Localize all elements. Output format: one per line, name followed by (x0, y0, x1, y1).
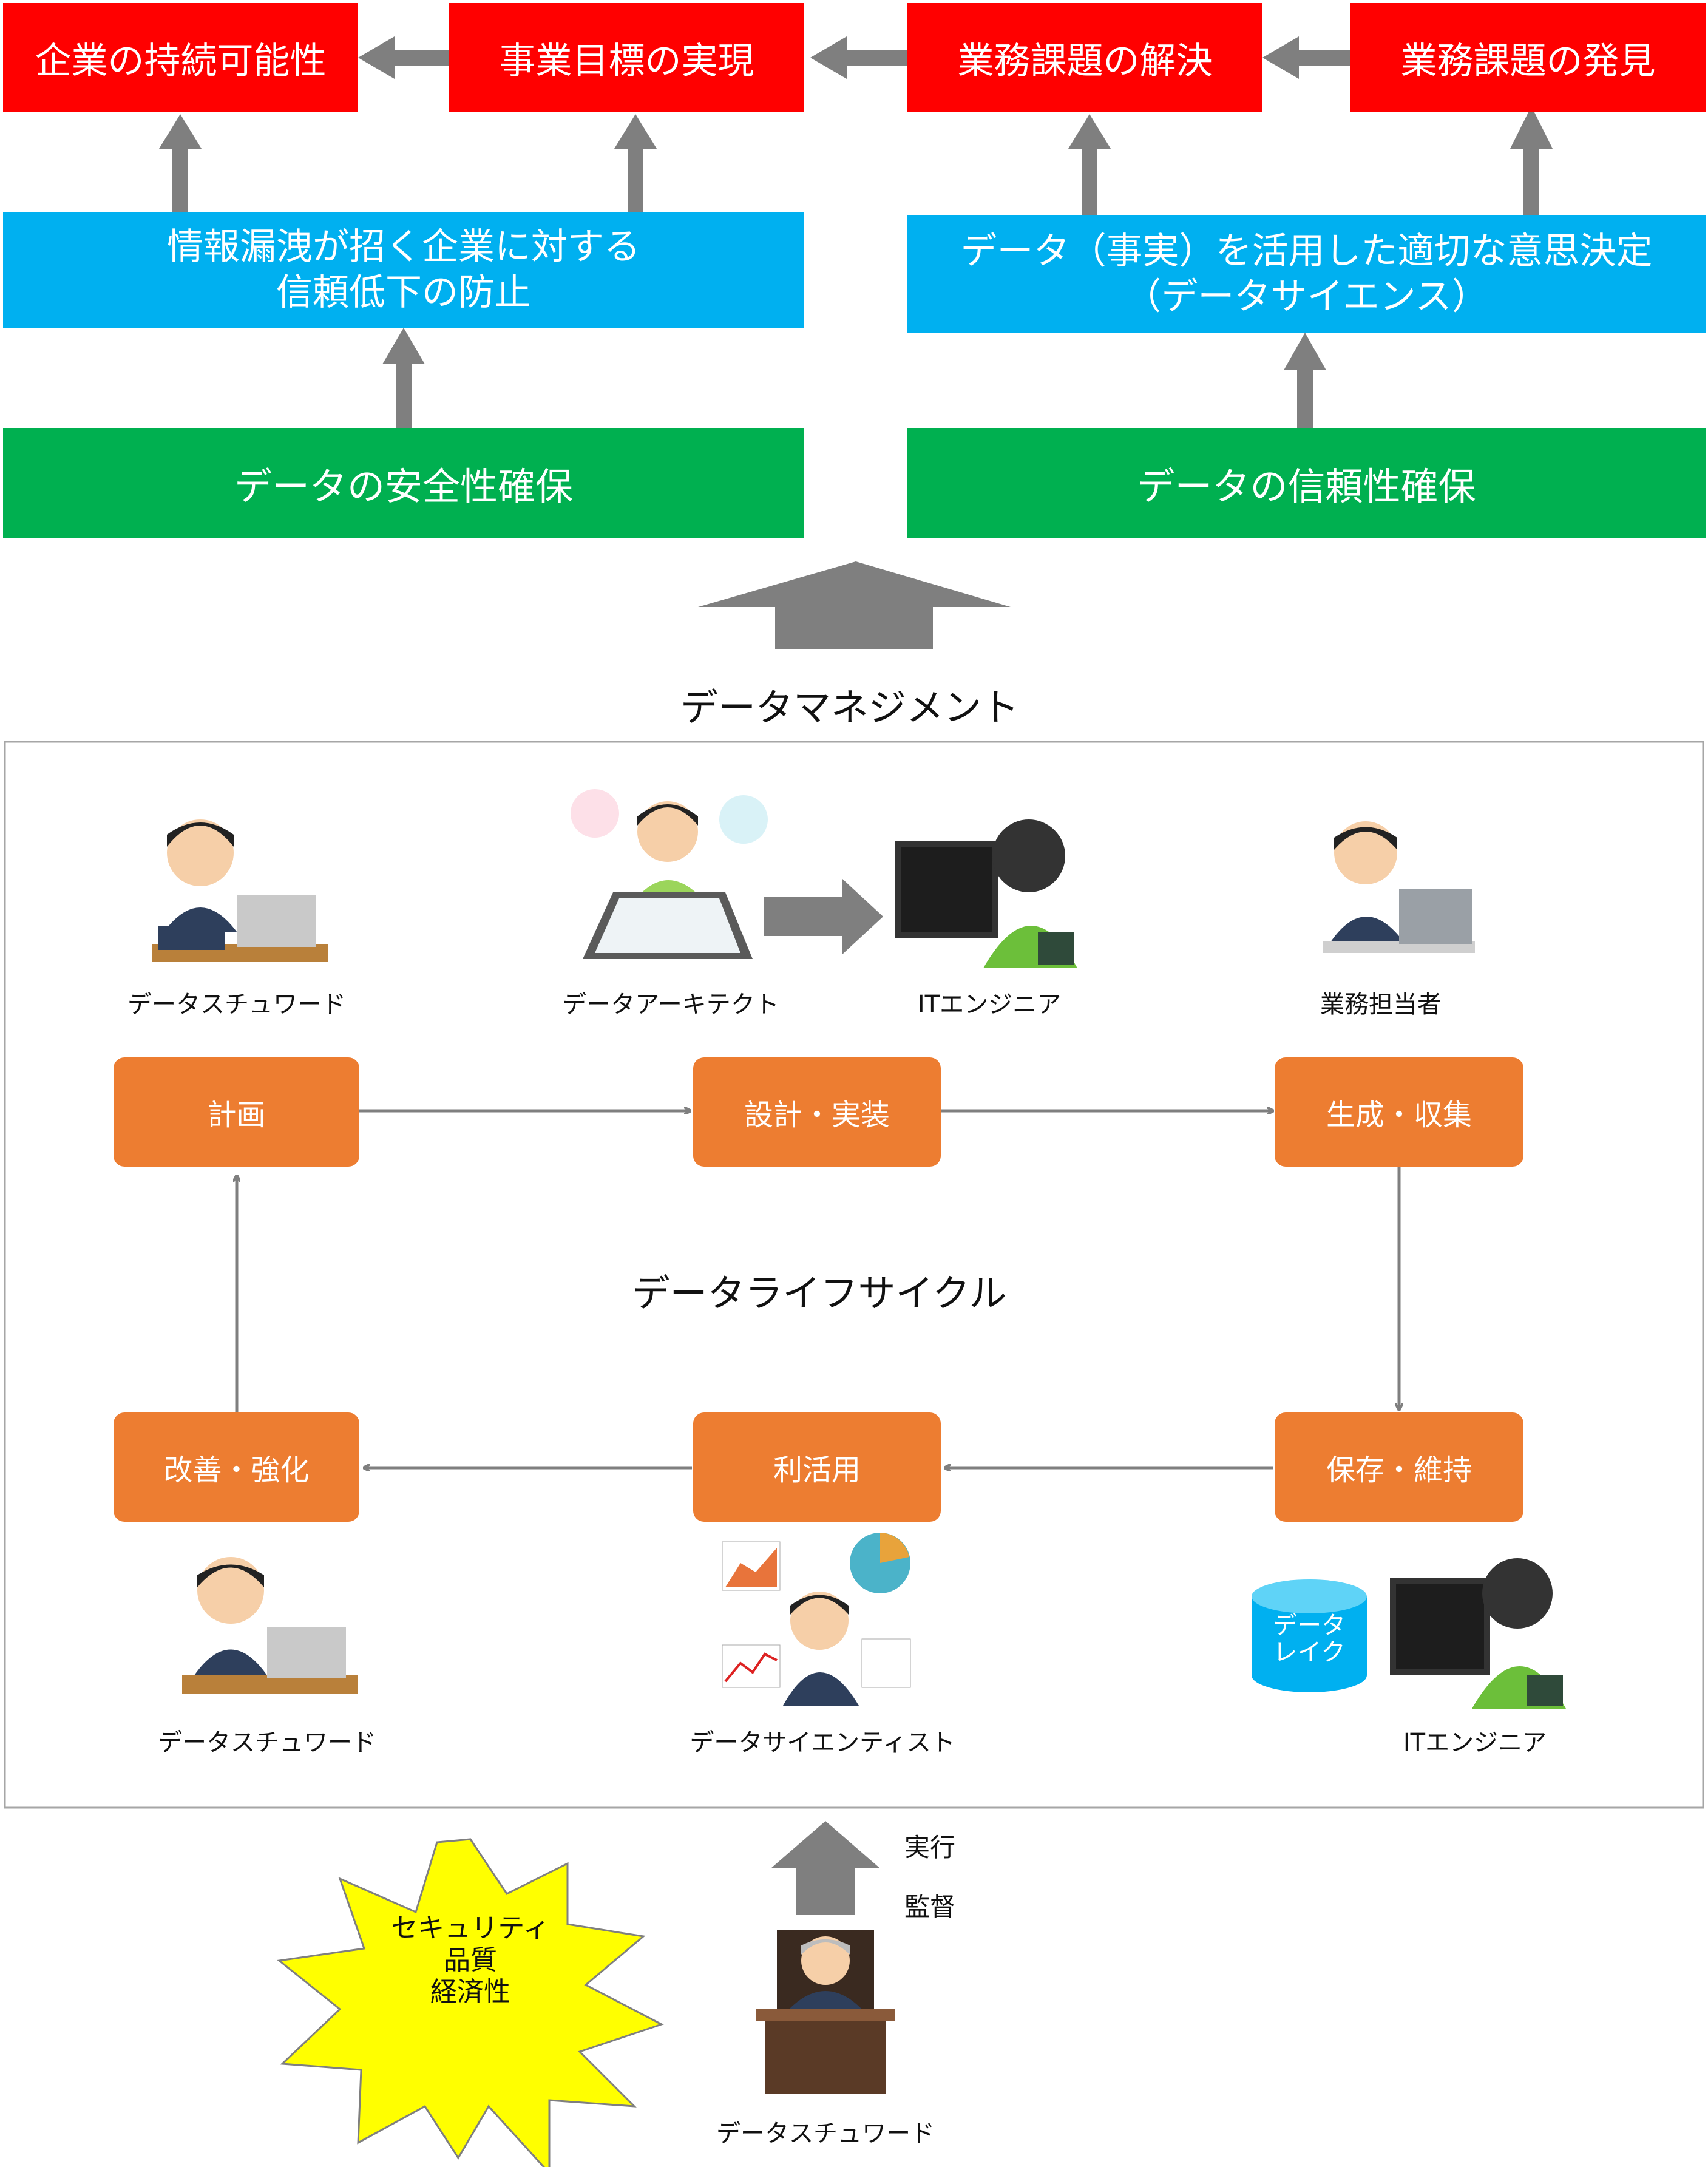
arrow-science-to-resolution (1068, 114, 1111, 215)
lifecycle-improve: 改善・強化 (114, 1412, 359, 1522)
lifecycle-use: 利活用 (693, 1412, 941, 1522)
arrow-business-to-sustainability (358, 36, 449, 79)
data-lake-label: データ レイク (1273, 1612, 1346, 1666)
role-steward-bottom: データスチュワード (158, 1729, 376, 1757)
data-management-label: データマネジメント (680, 685, 1019, 730)
role-it-engineer-top: ITエンジニア (917, 991, 1062, 1019)
arrow-safety-to-trust (382, 328, 425, 428)
goal-issue-discovery: 業務課題の発見 (1350, 3, 1706, 112)
lifecycle-design: 設計・実装 (693, 1057, 941, 1167)
lifecycle-generate: 生成・収集 (1275, 1057, 1523, 1167)
arrow-science-to-discovery (1510, 106, 1553, 215)
it-engineer-top-illustration (895, 819, 1077, 968)
steward-bottom-illustration (182, 1557, 358, 1694)
role-steward-top: データスチュワード (127, 991, 346, 1019)
lifecycle-connectors (237, 1111, 1399, 1468)
business-owner-illustration (1323, 821, 1475, 953)
steward-top-illustration (152, 819, 328, 962)
arrow-trust-to-sustainability (159, 114, 202, 212)
lifecycle-plan: 計画 (114, 1057, 359, 1167)
data-management-arrow (698, 561, 1011, 649)
arrow-resolution-to-business (810, 36, 907, 79)
execute-supervise-arrow (771, 1821, 880, 1915)
scientist-illustration (722, 1533, 911, 1706)
lifecycle-store: 保存・維持 (1275, 1412, 1523, 1522)
foundation-reliability: データの信頼性確保 (907, 428, 1706, 538)
goal-business: 事業目標の実現 (449, 3, 804, 112)
arrow-discovery-to-resolution (1262, 36, 1350, 79)
arrow-architect-to-engineer (764, 879, 883, 954)
arrow-reliability-to-science (1284, 333, 1326, 428)
benefit-data-science: データ（事実）を活用した適切な意思決定 （データサイエンス） (907, 215, 1706, 333)
role-steward-exec: データスチュワード (716, 2120, 935, 2148)
role-it-engineer-bottom: ITエンジニア (1403, 1729, 1547, 1757)
it-engineer-bottom-illustration (1390, 1558, 1566, 1709)
lifecycle-title: データライフサイクル (632, 1271, 1007, 1315)
arrow-trust-to-business (614, 114, 657, 212)
executive-steward-illustration (756, 1930, 895, 2094)
role-architect: データアーキテクト (562, 991, 779, 1019)
goal-sustainability: 企業の持続可能性 (3, 3, 358, 112)
lifecycle-frame (4, 741, 1704, 1809)
role-business-owner: 業務担当者 (1320, 991, 1442, 1019)
starburst-shape (277, 1838, 664, 2167)
data-lake-icon (1252, 1579, 1367, 1692)
goal-arrows (159, 36, 1553, 1915)
role-scientist: データサイエンティスト (690, 1729, 955, 1757)
benefit-trust-protection: 情報漏洩が招く企業に対する 信頼低下の防止 (3, 212, 804, 328)
goal-issue-resolution: 業務課題の解決 (907, 3, 1262, 112)
foundation-safety: データの安全性確保 (3, 428, 804, 538)
architect-illustration (571, 789, 768, 959)
supervise-label: 監督 (904, 1892, 956, 1922)
execute-label: 実行 (904, 1833, 956, 1862)
starburst-text: セキュリティ 品質 経済性 (391, 1912, 550, 2008)
